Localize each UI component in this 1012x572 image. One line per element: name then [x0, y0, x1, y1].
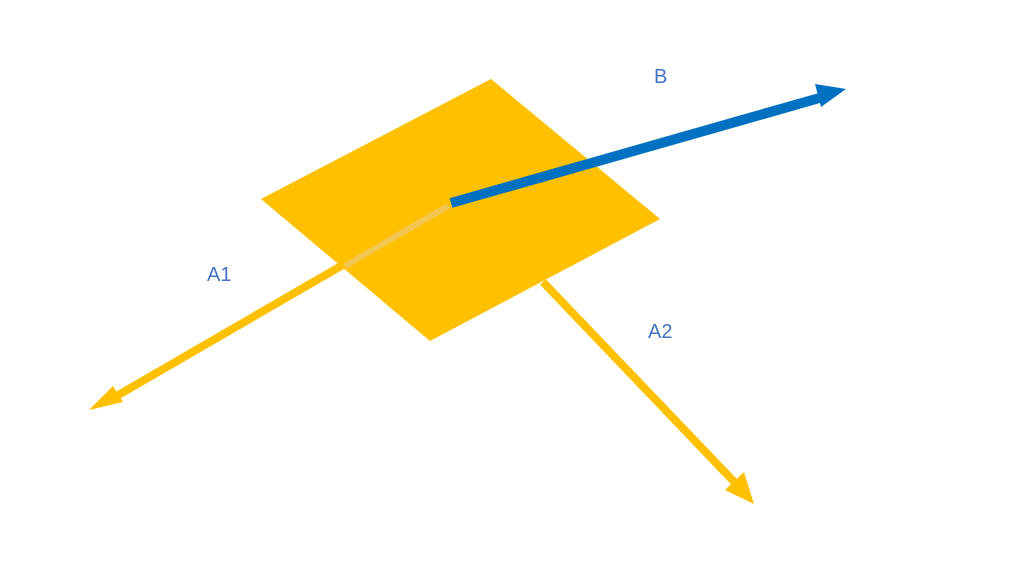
- arrow-b-head: [815, 84, 846, 107]
- label-b: B: [654, 66, 667, 88]
- plane-square: [261, 79, 660, 341]
- label-a1: A1: [207, 264, 231, 286]
- label-a2: A2: [648, 321, 672, 343]
- arrow-a2-shaft: [540, 279, 743, 491]
- arrow-a1-hidden-shaft: [343, 203, 450, 269]
- arrow-a2: [540, 279, 754, 504]
- arrow-b-shaft: [449, 92, 825, 208]
- arrow-a2-head: [725, 472, 754, 504]
- arrow-b: [449, 84, 846, 208]
- arrow-a1-head: [89, 386, 123, 410]
